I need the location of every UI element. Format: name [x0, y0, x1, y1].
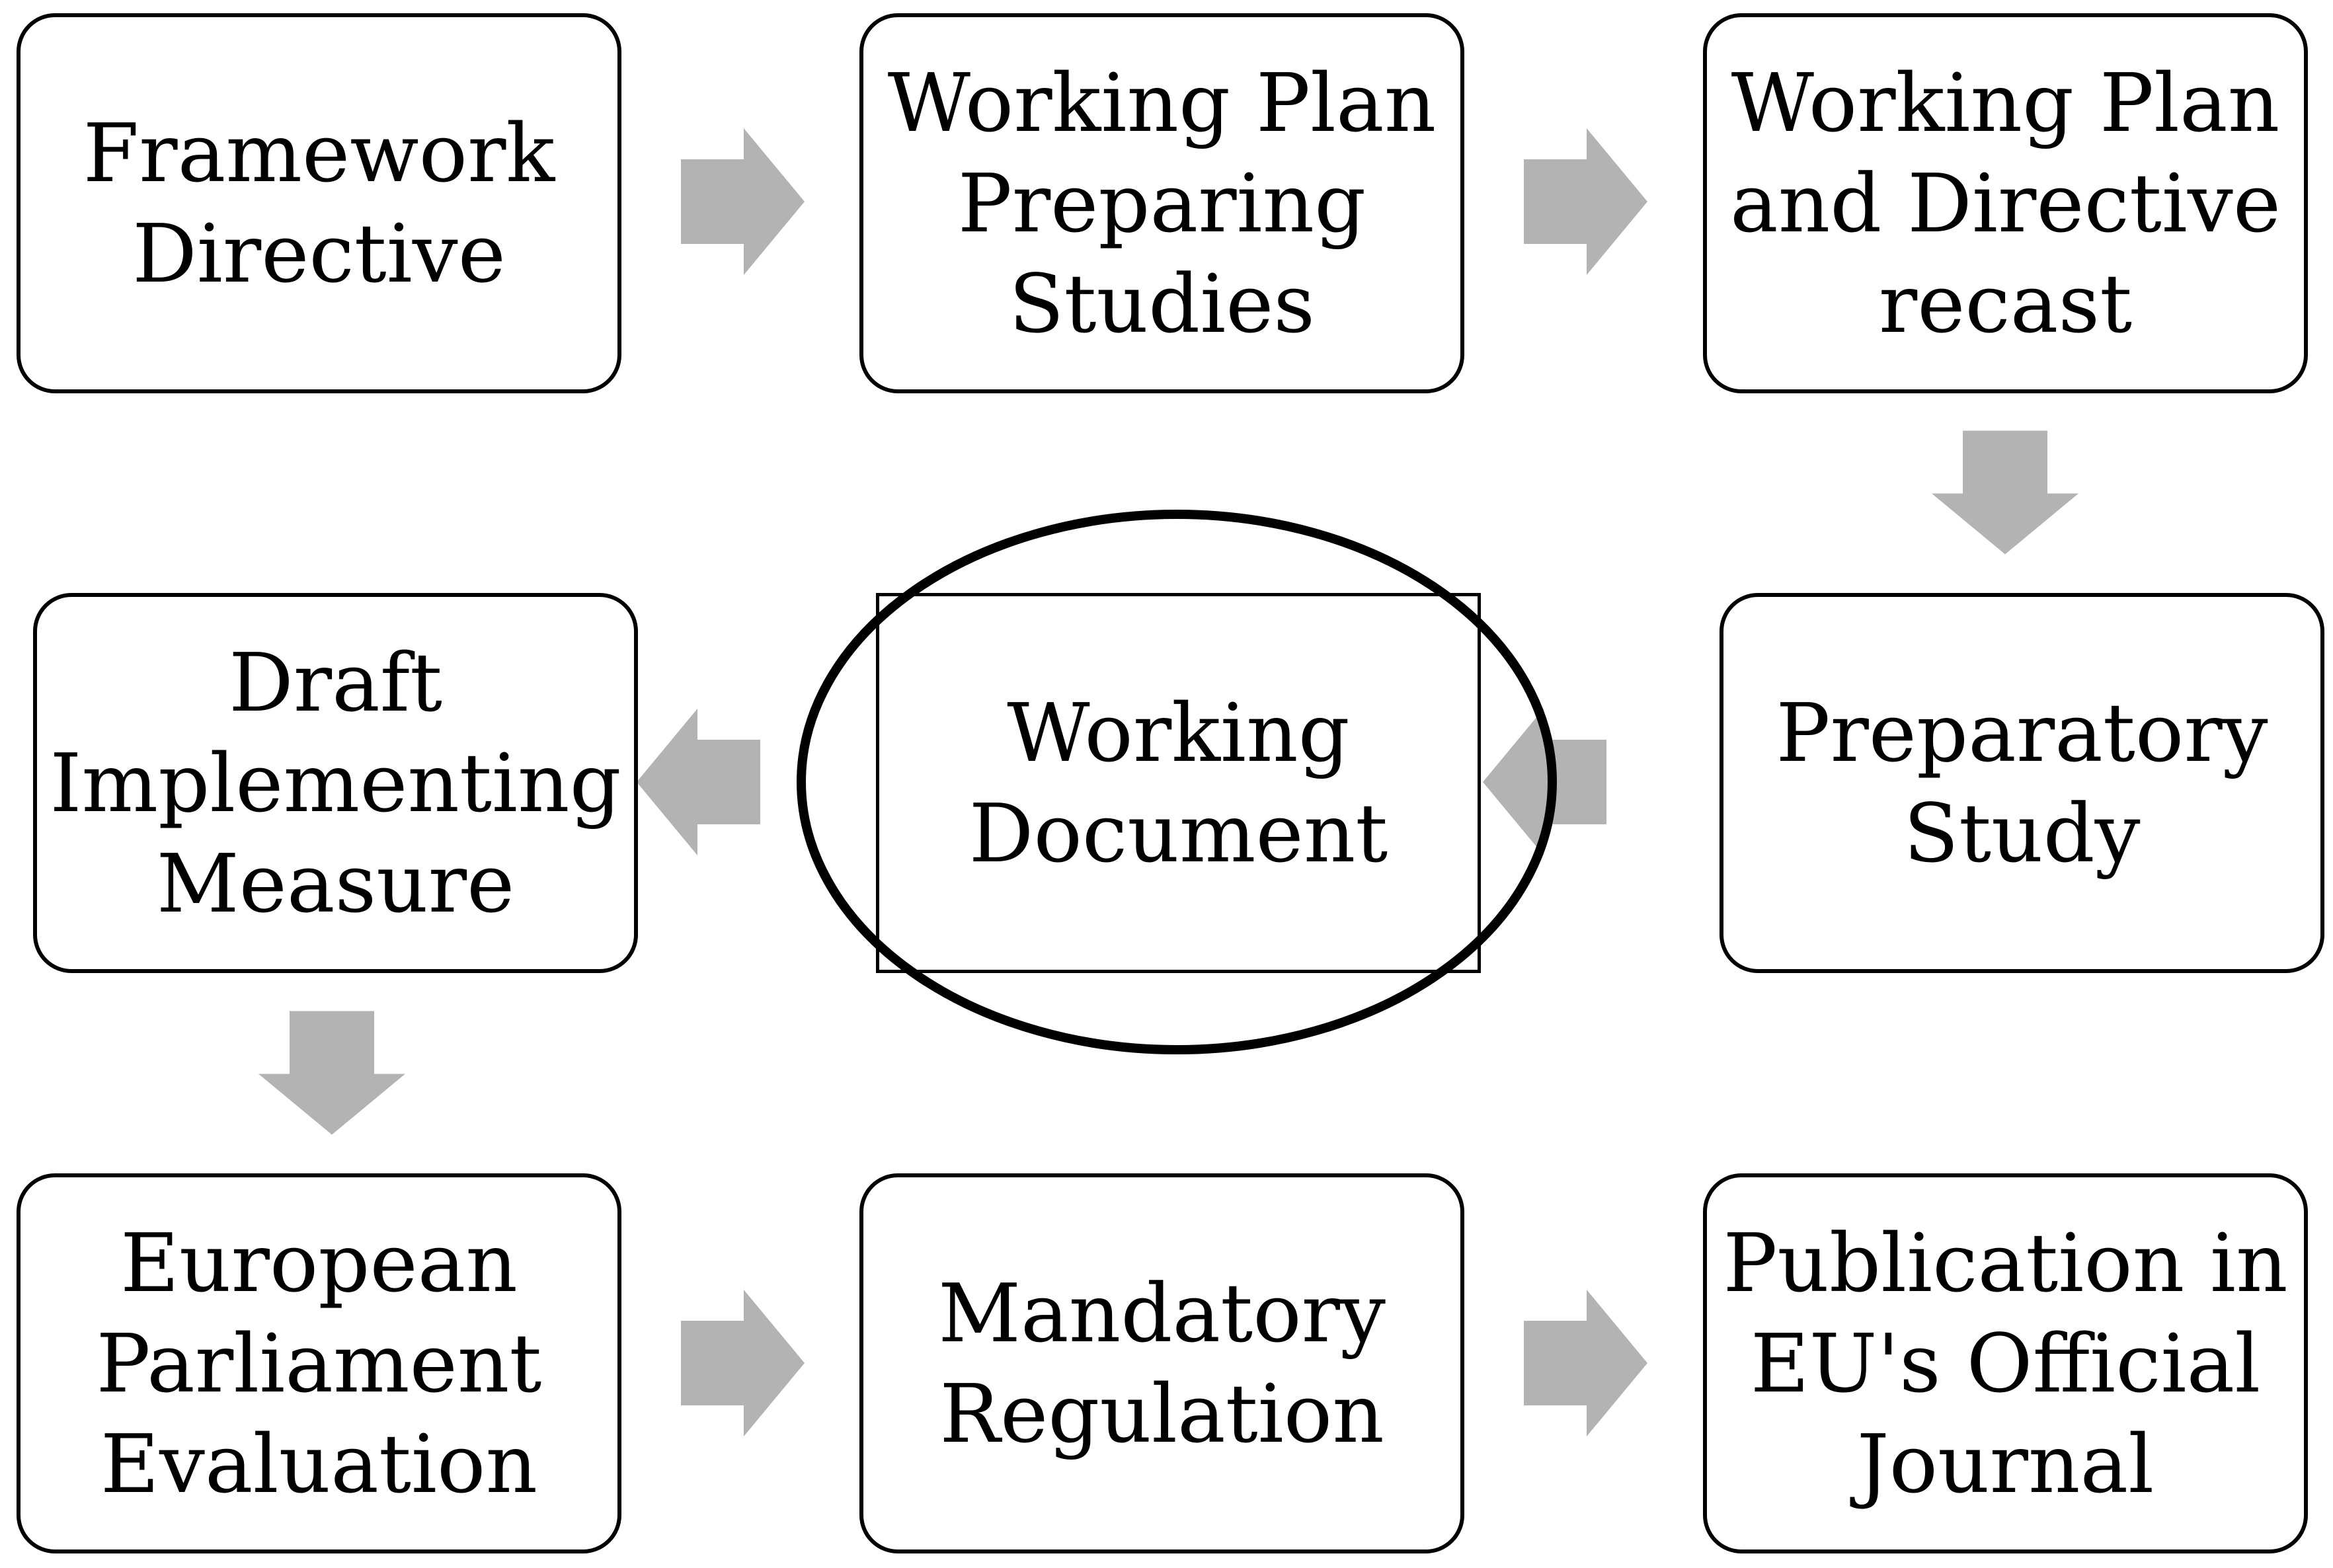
node-label: Working Plan and Directive recast	[1729, 56, 2281, 351]
node-framework-directive: Framework Directive	[17, 13, 621, 393]
node-label: Publication in EU's Official Journal	[1723, 1216, 2288, 1511]
node-publication-eu-official-journal: Publication in EU's Official Journal	[1703, 1173, 2308, 1553]
node-label: Working Document	[969, 686, 1388, 881]
node-label: European Parliament Evaluation	[96, 1216, 542, 1511]
node-preparatory-study: Preparatory Study	[1720, 593, 2324, 973]
node-working-plan-directive-recast: Working Plan and Directive recast	[1703, 13, 2308, 393]
flow-arrow-right	[681, 128, 805, 275]
node-label: Preparatory Study	[1776, 686, 2268, 881]
node-label: Draft Implementing Measure	[50, 635, 621, 931]
node-label: Framework Directive	[83, 106, 555, 301]
node-working-document: Working Document	[876, 593, 1481, 973]
flow-arrow-down	[1932, 430, 2078, 555]
node-working-plan-preparing-studies: Working Plan Preparing Studies	[859, 13, 1464, 393]
node-european-parliament-evaluation: European Parliament Evaluation	[17, 1173, 621, 1553]
node-draft-implementing-measure: Draft Implementing Measure	[33, 593, 638, 973]
flow-arrow-right	[681, 1290, 805, 1436]
node-label: Mandatory Regulation	[938, 1266, 1386, 1461]
flow-arrow-right	[1524, 128, 1647, 275]
node-label: Working Plan Preparing Studies	[887, 56, 1437, 351]
flow-arrow-left	[1483, 709, 1606, 855]
flow-arrow-right	[1524, 1290, 1647, 1436]
flow-arrow-left	[637, 709, 760, 855]
node-mandatory-regulation: Mandatory Regulation	[859, 1173, 1464, 1553]
flow-arrow-down	[258, 1011, 405, 1135]
